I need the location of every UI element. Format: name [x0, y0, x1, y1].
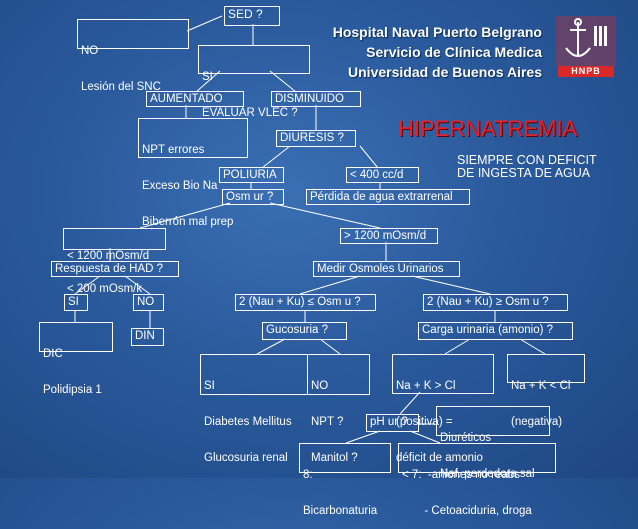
node-text: Diabetes Mellitus	[204, 416, 292, 428]
node-text: Na + K < Cl	[511, 380, 571, 392]
node-text: EVALUAR VLEC ?	[202, 107, 298, 119]
node-glucosuria: Gucosuria ?	[262, 322, 347, 340]
connector	[269, 202, 381, 229]
connector	[195, 70, 221, 93]
node-text: NO	[81, 45, 99, 57]
node-text: Na + K > Cl	[396, 380, 456, 392]
node-si-diabetes: SI Diabetes Mellitus Glucosuria renal	[200, 354, 308, 464]
node-respuesta-had: Respuesta de HAD ?	[51, 261, 179, 277]
connector	[345, 430, 381, 444]
connector-lines	[0, 0, 638, 478]
node-osm-high: > 1200 mOsm/d	[340, 228, 438, 244]
node-no: NO	[133, 294, 164, 311]
node-si-vlec: SI EVALUAR VLEC ?	[198, 45, 310, 119]
connector	[319, 338, 341, 355]
node-aumentado: AUMENTADO	[146, 91, 244, 107]
node-sed: SED ?	[224, 6, 280, 26]
node-text: Biberrón mal prep	[142, 216, 234, 228]
node-nau-ge-osm: 2 (Nau + Ku) ≥ Osm u ?	[423, 294, 568, 311]
node-less-400: < 400 cc/d	[346, 167, 419, 183]
node-nak-negativa: Na + K < Cl (negativa)	[507, 354, 585, 428]
node-text: SI	[202, 71, 213, 83]
node-text: Lesión del SNC	[81, 81, 161, 93]
node-carga-urinaria: Carga urinaria (amonio) ?	[418, 322, 573, 340]
node-text: < 200 mOsm/k	[67, 283, 143, 295]
node-osm-low: < 1200 mOsm/d < 200 mOsm/k	[63, 228, 166, 295]
node-text: Glucosuria renal	[204, 452, 288, 464]
node-si: SI	[64, 294, 88, 311]
node-text: < 7: -aniones no reabs	[402, 469, 520, 481]
node-text: Bicarbonaturia	[303, 505, 378, 517]
connector	[411, 275, 491, 295]
connector	[269, 70, 297, 93]
node-text: déficit de amonio	[396, 452, 483, 464]
node-text: Manitol ?	[311, 452, 358, 464]
node-nak-positiva: Na + K > Cl (positiva) = déficit de amon…	[392, 354, 494, 464]
node-aniones: < 7: -aniones no reabs - Cetoaciduria, d…	[398, 443, 556, 517]
node-text: 8:	[303, 469, 313, 481]
hospital-logo: HNPB	[556, 16, 616, 78]
subtitle-line-2: DE INGESTA DE AGUA	[457, 166, 591, 180]
node-perdida-extrarrenal: Pérdida de agua extrarrenal	[306, 189, 470, 205]
node-nau-le-osm: 2 (Nau + Ku) ≤ Osm u ?	[235, 294, 376, 311]
connector	[299, 275, 361, 295]
node-osm-ur: Osm ur ?	[222, 189, 284, 205]
node-no-snc: NO Lesión del SNC	[77, 19, 189, 93]
connector	[124, 275, 151, 295]
node-text: Diuréticos	[440, 432, 492, 444]
node-text: (positiva) =	[396, 416, 453, 428]
logo-text: HNPB	[571, 66, 601, 76]
header-university: Universidad de Buenos Aires	[348, 64, 542, 80]
node-text: Polidipsia 1	[43, 384, 102, 396]
node-medir-osmoles: Medir Osmoles Urinarios	[313, 261, 460, 277]
connector	[519, 338, 546, 355]
header-hospital: Hospital Naval Puerto Belgrano	[332, 24, 542, 40]
node-npt: NPT errores Exceso Bio Na Biberrón mal p…	[138, 118, 248, 228]
node-text: SI	[204, 380, 215, 392]
node-text: NPT errores	[142, 144, 205, 156]
connector	[139, 202, 231, 229]
node-din: DIN	[131, 328, 164, 346]
node-disminuido: DISMINUIDO	[271, 91, 361, 107]
node-bicarbonaturia: 8: Bicarbonaturia	[299, 443, 391, 517]
node-diuresis: DIURESIS ?	[276, 130, 356, 147]
anchor-icon	[556, 16, 616, 77]
connector	[256, 338, 286, 355]
node-text: Nef. perdedora sal	[440, 468, 535, 480]
node-no-npt: NO NPT ? Manitol ?	[308, 354, 370, 464]
connector	[261, 145, 291, 169]
node-text: DIC	[43, 348, 63, 360]
node-dic: DIC Polidipsia 1	[39, 322, 113, 396]
node-ph-ur: pH ur ?	[366, 414, 419, 432]
connector	[359, 145, 379, 169]
connector	[444, 338, 471, 355]
subtitle-line-1: SIEMPRE CON DEFICIT	[457, 153, 597, 167]
node-diureticos: Diuréticos Nef. perdedora sal	[436, 406, 550, 480]
node-text: NO	[311, 380, 329, 392]
page-title: HIPERNATREMIA	[398, 116, 578, 141]
connector	[74, 275, 101, 295]
node-text: NPT ?	[311, 416, 344, 428]
connector	[186, 15, 223, 32]
node-text: - Cetoaciduria, droga	[402, 505, 532, 517]
connector	[409, 430, 441, 444]
header-service: Servicio de Clínica Medica	[366, 44, 542, 60]
connector	[399, 391, 421, 415]
node-text: < 1200 mOsm/d	[67, 250, 150, 262]
node-text: Exceso Bio Na	[142, 180, 218, 192]
node-poliuria: POLIURIA	[219, 167, 284, 183]
